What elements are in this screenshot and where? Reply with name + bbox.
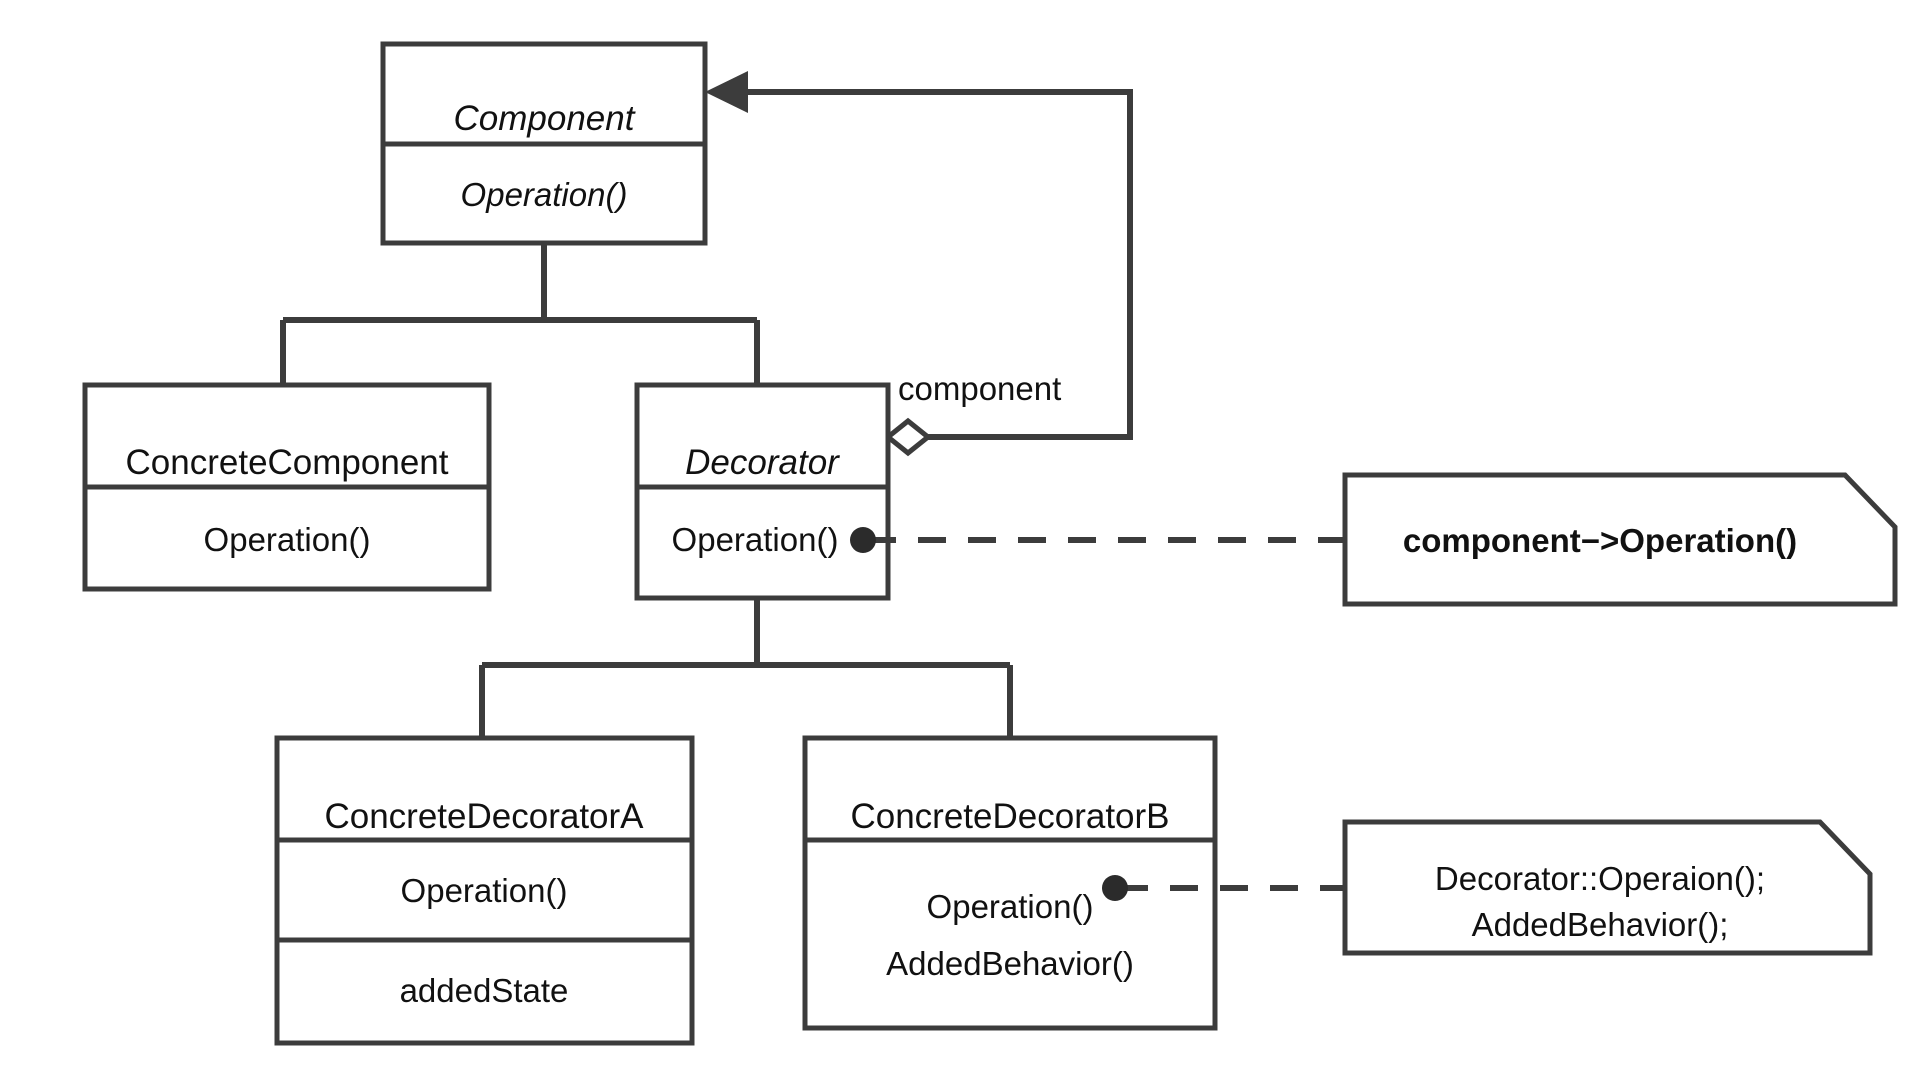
class-operation-concretecomponent-0: Operation()	[204, 521, 371, 558]
class-box-concretedecoratorb-frame	[802, 735, 1218, 1031]
class-name-decorator: Decorator	[685, 443, 840, 482]
note-decorator[interactable]: component−>Operation()	[1342, 472, 1898, 607]
class-operation-concretedecoratorb-1: AddedBehavior()	[886, 945, 1134, 982]
class-box-concretedecoratora-frame	[274, 735, 695, 1046]
note-link-decorator	[850, 527, 1345, 553]
class-attribute-concretedecoratora-0: addedState	[400, 972, 569, 1009]
class-box-concretedecoratorb[interactable]: ConcreteDecoratorB Operation() AddedBeha…	[802, 735, 1218, 1031]
class-operation-concretedecoratora-0: Operation()	[401, 872, 568, 909]
class-name-concretecomponent: ConcreteComponent	[126, 443, 449, 482]
aggregation-decorator-component	[705, 71, 1133, 457]
note-anchor-dot-decorator-icon	[850, 527, 876, 553]
class-name-concretedecoratorb: ConcreteDecoratorB	[850, 797, 1169, 836]
note-concretedecoratorb[interactable]: Decorator::Operaion(); AddedBehavior();	[1342, 819, 1873, 956]
note-concretedecoratorb-frame	[1342, 819, 1873, 956]
aggregation-path	[737, 89, 1133, 440]
note-concretedecoratorb-line-0: Decorator::Operaion();	[1435, 860, 1765, 897]
note-decorator-frame	[1342, 472, 1898, 607]
class-box-component[interactable]: Component Operation()	[380, 41, 708, 246]
class-operation-component-0: Operation()	[461, 176, 628, 213]
class-operation-decorator-0: Operation()	[672, 521, 839, 558]
class-name-concretedecoratora: ConcreteDecoratorA	[324, 797, 644, 836]
note-anchor-dot-concretedecoratorb-icon	[1102, 875, 1128, 901]
connector-decorator-to-children	[479, 598, 1013, 738]
class-box-concretecomponent[interactable]: ConcreteComponent Operation()	[82, 382, 492, 592]
class-box-concretedecoratora[interactable]: ConcreteDecoratorA Operation() addedStat…	[274, 735, 695, 1046]
note-concretedecoratorb-line-1: AddedBehavior();	[1472, 906, 1729, 943]
class-box-decorator[interactable]: Decorator Operation()	[634, 382, 891, 601]
note-link-concretedecoratorb	[1102, 875, 1345, 901]
class-name-component: Component	[454, 99, 636, 138]
note-decorator-line-0: component−>Operation()	[1403, 522, 1797, 559]
class-operation-concretedecoratorb-0: Operation()	[927, 888, 1094, 925]
aggregation-diamond-icon	[883, 417, 933, 457]
aggregation-role-label: component	[898, 370, 1061, 407]
class-box-decorator-frame	[634, 382, 891, 601]
connector-component-to-children	[280, 243, 760, 385]
arrowhead-icon	[705, 71, 748, 113]
